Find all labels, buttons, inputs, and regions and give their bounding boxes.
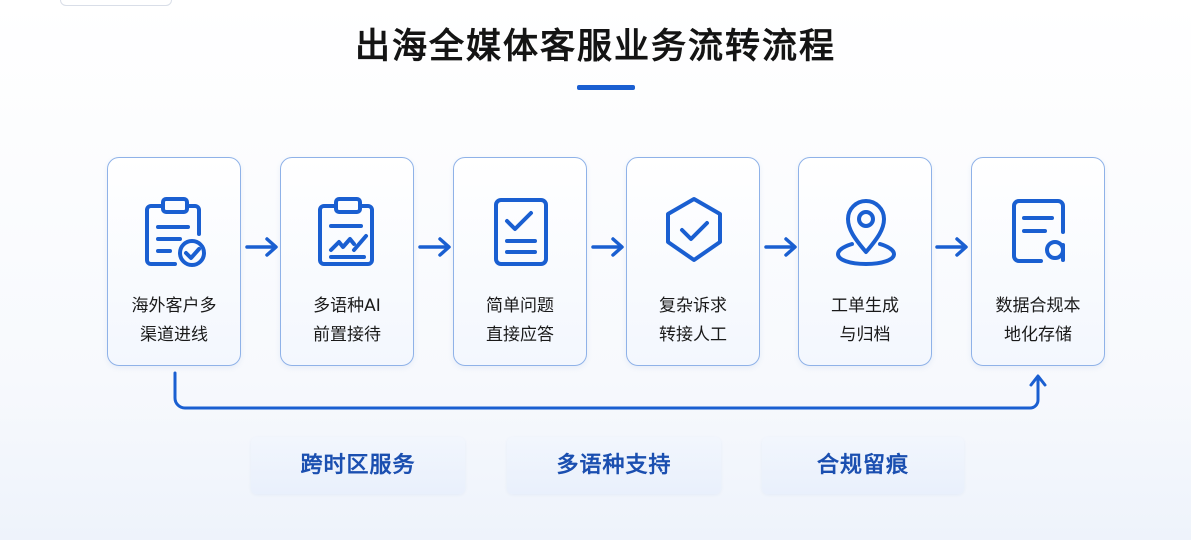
arrow-right-icon	[934, 236, 970, 258]
step-card-4: 复杂诉求转接人工	[626, 157, 760, 366]
corner-tab-decoration	[60, 0, 172, 6]
tag-cross-timezone: 跨时区服务	[251, 437, 465, 494]
step-card-5: 工单生成与归档	[798, 157, 932, 366]
step-card-1: 海外客户多渠道进线	[107, 157, 241, 366]
arrow-right-icon	[590, 236, 626, 258]
step-label: 数据合规本地化存储	[995, 296, 1081, 345]
arrow-right-icon	[244, 236, 280, 258]
clipboard-signature-icon	[314, 194, 382, 268]
arrow-right-icon	[763, 236, 799, 258]
loop-connector-arrow	[160, 365, 1060, 415]
checklist-document-icon	[487, 194, 555, 268]
tag-multilingual: 多语种支持	[507, 437, 721, 494]
title-underline	[577, 85, 635, 90]
document-archive-icon	[1005, 194, 1073, 268]
step-label: 海外客户多渠道进线	[131, 296, 217, 345]
shield-check-icon	[660, 194, 728, 268]
step-card-6: 数据合规本地化存储	[971, 157, 1105, 366]
step-card-3: 简单问题直接应答	[453, 157, 587, 366]
page-title: 出海全媒体客服业务流转流程	[354, 27, 836, 67]
step-label: 工单生成与归档	[831, 296, 899, 345]
step-label: 复杂诉求转接人工	[659, 296, 727, 345]
clipboard-check-icon	[141, 194, 209, 268]
arrow-right-icon	[417, 236, 453, 258]
step-label: 简单问题直接应答	[486, 296, 554, 345]
location-pin-icon	[832, 194, 900, 268]
tag-compliance-trace: 合规留痕	[762, 437, 964, 494]
